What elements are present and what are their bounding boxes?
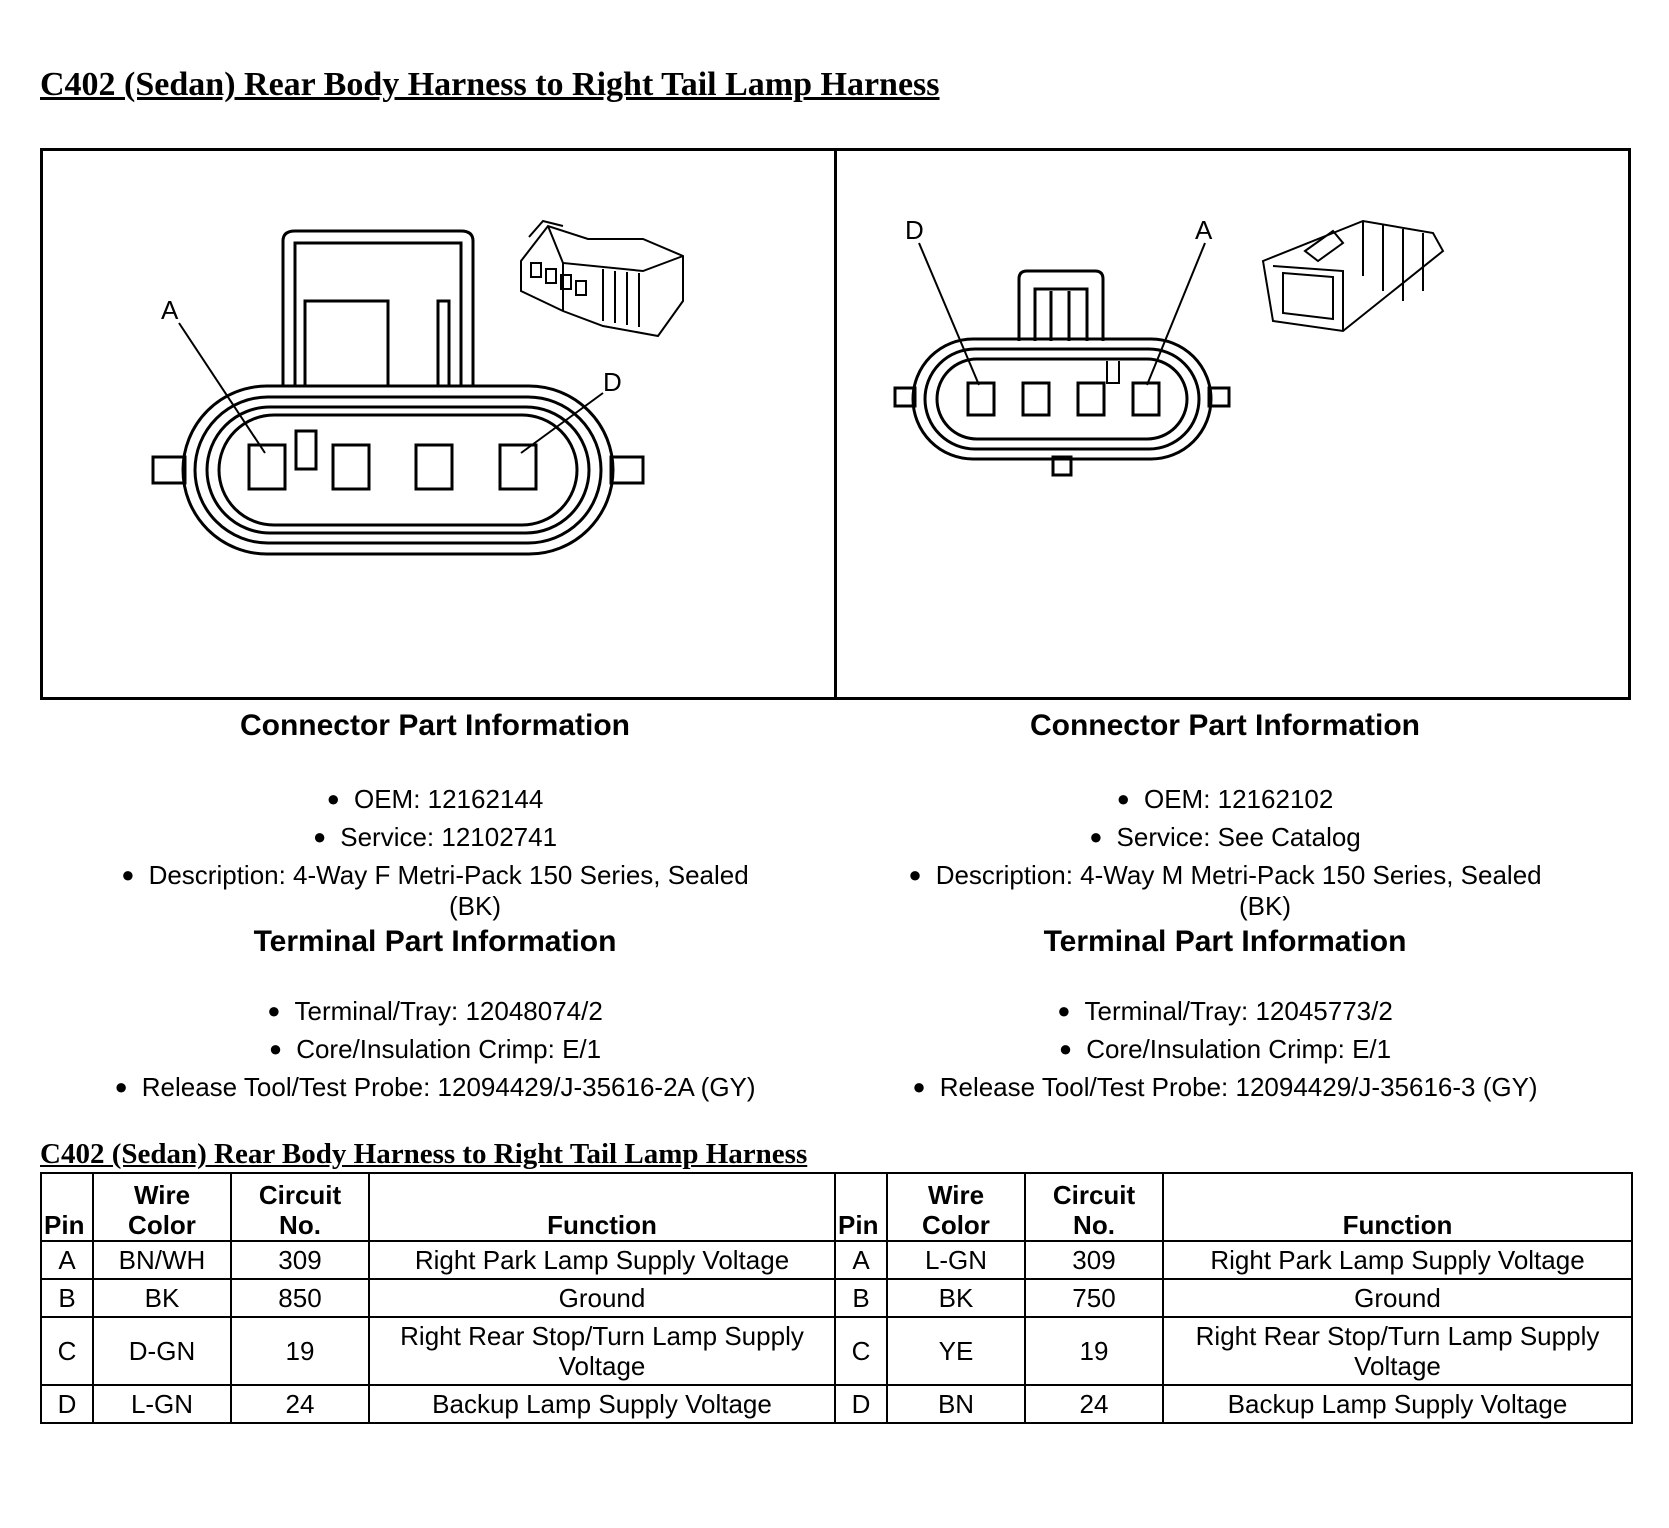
circuit-cell: 750	[1024, 1278, 1164, 1318]
service-item: ●Service: See Catalog	[825, 818, 1625, 856]
pin-cell: C	[40, 1316, 94, 1386]
crimp-item: ●Core/Insulation Crimp: E/1	[35, 1030, 835, 1068]
pin-cell: B	[834, 1278, 888, 1318]
circuit-cell: 309	[1024, 1240, 1164, 1280]
function-cell: Right Rear Stop/Turn Lamp Supply Voltage	[1162, 1316, 1633, 1386]
connector-diagram-frame: A D	[40, 148, 1631, 700]
header-pin: Pin	[40, 1172, 94, 1242]
pin-cell: B	[40, 1278, 94, 1318]
function-cell: Right Park Lamp Supply Voltage	[368, 1240, 836, 1280]
bullet-icon: ●	[114, 1074, 128, 1099]
wire-color-cell: L-GN	[886, 1240, 1026, 1280]
pin-cell: A	[40, 1240, 94, 1280]
function-cell: Right Rear Stop/Turn Lamp Supply Voltage	[368, 1316, 836, 1386]
release-tool-item: ●Release Tool/Test Probe: 12094429/J-356…	[825, 1068, 1625, 1106]
pin-cell: C	[834, 1316, 888, 1386]
pin-cell: D	[834, 1384, 888, 1424]
bullet-icon: ●	[312, 824, 327, 849]
connector-part-info-heading: Connector Part Information	[1029, 709, 1420, 742]
bullet-icon: ●	[912, 1074, 926, 1099]
wire-color-cell: D-GN	[92, 1316, 232, 1386]
male-connector-thumbnail-icon	[1261, 219, 1445, 333]
wire-color-cell: BN	[886, 1384, 1026, 1424]
terminal-part-info-heading: Terminal Part Information	[1043, 925, 1407, 958]
function-cell: Backup Lamp Supply Voltage	[1162, 1384, 1633, 1424]
wire-color-cell: YE	[886, 1316, 1026, 1386]
circuit-cell: 24	[230, 1384, 370, 1424]
circuit-cell: 850	[230, 1278, 370, 1318]
oem-item: ●OEM: 12162102	[825, 780, 1625, 818]
male-connector-face	[893, 242, 1231, 477]
left-pin-d-label: D	[603, 367, 622, 397]
female-connector-thumbnail-icon	[520, 219, 684, 338]
right-connector-info: Connector Part Information ●OEM: 1216210…	[825, 706, 1625, 1106]
function-cell: Ground	[1162, 1278, 1633, 1318]
oem-item: ●OEM: 12162144	[35, 780, 835, 818]
description-item: ●Description: 4-Way M Metri-Pack 150 Ser…	[908, 860, 1542, 921]
header-pin: Pin	[834, 1172, 888, 1242]
wire-color-cell: BK	[886, 1278, 1026, 1318]
bullet-icon: ●	[268, 1036, 283, 1061]
header-function: Function	[368, 1172, 836, 1242]
connector-part-info-heading: Connector Part Information	[239, 709, 630, 742]
terminal-tray-item: ●Terminal/Tray: 12045773/2	[825, 992, 1625, 1030]
diagram-divider	[834, 151, 837, 697]
wire-color-cell: BN/WH	[92, 1240, 232, 1280]
bullet-icon: ●	[1116, 786, 1130, 811]
left-connector-info: Connector Part Information ●OEM: 1216214…	[35, 706, 835, 1106]
bullet-icon: ●	[1089, 824, 1103, 849]
table-row: A BN/WH 309 Right Park Lamp Supply Volta…	[40, 1240, 1633, 1280]
wire-color-cell: BK	[92, 1278, 232, 1318]
crimp-item: ●Core/Insulation Crimp: E/1	[825, 1030, 1625, 1068]
table-row: B BK 850 Ground B BK 750 Ground	[40, 1278, 1633, 1318]
female-connector-face	[151, 229, 645, 556]
circuit-cell: 19	[230, 1316, 370, 1386]
function-cell: Ground	[368, 1278, 836, 1318]
function-cell: Right Park Lamp Supply Voltage	[1162, 1240, 1633, 1280]
header-function: Function	[1162, 1172, 1633, 1242]
table-title: C402 (Sedan) Rear Body Harness to Right …	[40, 1138, 808, 1170]
bullet-icon: ●	[1057, 998, 1071, 1023]
terminal-part-info-heading: Terminal Part Information	[253, 925, 617, 958]
circuit-cell: 309	[230, 1240, 370, 1280]
right-pin-a-label: A	[1195, 215, 1213, 245]
table-row: D L-GN 24 Backup Lamp Supply Voltage D B…	[40, 1384, 1633, 1424]
pin-cell: A	[834, 1240, 888, 1280]
left-pin-a-label: A	[161, 295, 179, 325]
bullet-icon: ●	[267, 998, 281, 1023]
bullet-icon: ●	[121, 862, 135, 887]
pin-cell: D	[40, 1384, 94, 1424]
circuit-cell: 19	[1024, 1316, 1164, 1386]
bullet-icon: ●	[326, 786, 340, 811]
service-item: ●Service: 12102741	[35, 818, 835, 856]
table-row: C D-GN 19 Right Rear Stop/Turn Lamp Supp…	[40, 1316, 1633, 1386]
page-title: C402 (Sedan) Rear Body Harness to Right …	[40, 66, 940, 103]
bullet-icon: ●	[908, 862, 922, 887]
circuit-cell: 24	[1024, 1384, 1164, 1424]
wire-color-cell: L-GN	[92, 1384, 232, 1424]
release-tool-item: ●Release Tool/Test Probe: 12094429/J-356…	[35, 1068, 835, 1106]
function-cell: Backup Lamp Supply Voltage	[368, 1384, 836, 1424]
right-pin-d-label: D	[905, 215, 924, 245]
terminal-tray-item: ●Terminal/Tray: 12048074/2	[35, 992, 835, 1030]
description-item: ●Description: 4-Way F Metri-Pack 150 Ser…	[121, 860, 749, 921]
bullet-icon: ●	[1058, 1036, 1073, 1061]
